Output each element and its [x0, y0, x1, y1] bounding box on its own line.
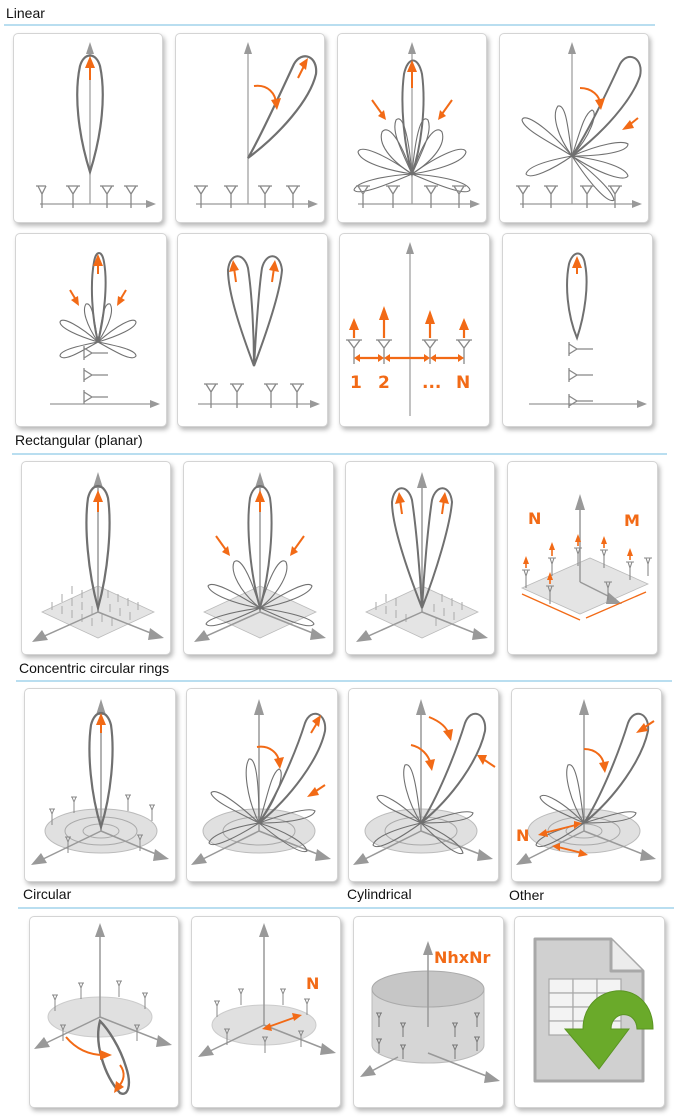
section-label-cylindrical: Cylindrical [347, 886, 412, 902]
section-divider [16, 680, 672, 682]
planar-split-beam-card[interactable] [345, 461, 495, 655]
spreadsheet-import-icon [533, 937, 654, 1083]
cylindrical-dims-label: NhxNr [434, 948, 490, 967]
section-label-linear: Linear [6, 5, 45, 21]
linear-steered-card[interactable] [175, 33, 325, 223]
rings-steered-sidelobe-card[interactable] [186, 688, 338, 882]
rings-steered-lobes-card[interactable] [348, 688, 499, 882]
linear-split-beam-card[interactable] [177, 233, 328, 427]
other-import-card[interactable] [514, 916, 665, 1108]
linear-broadside-card[interactable] [13, 33, 163, 223]
section-divider [4, 24, 655, 26]
rings-broadside-card[interactable] [24, 688, 176, 882]
section-label-other: Other [509, 887, 545, 903]
spacing-label-n: N [456, 373, 470, 393]
section-divider [12, 453, 667, 455]
planar-broadside-card[interactable] [21, 461, 171, 655]
section-label-concentric: Concentric circular rings [19, 660, 170, 676]
rings-ring-count-card[interactable]: N [511, 688, 662, 882]
planar-sidelobe-card[interactable] [183, 461, 334, 655]
planar-grid-size-card[interactable]: N M [507, 461, 658, 655]
section-divider [18, 907, 674, 909]
circular-element-count-card[interactable]: N [191, 916, 341, 1108]
linear-endfire-card[interactable] [502, 233, 653, 427]
planar-n-label: N [528, 509, 541, 528]
linear-steered-sidelobe-card[interactable] [499, 33, 649, 223]
linear-sidelobe-card[interactable] [337, 33, 487, 223]
spacing-label-2: 2 [378, 373, 390, 393]
section-label-circular: Circular [23, 886, 72, 902]
linear-element-spacing-card[interactable]: 1 2 ... N [339, 233, 490, 427]
section-label-rectangular: Rectangular (planar) [15, 432, 143, 448]
linear-endfire-sidelobe-card[interactable] [15, 233, 167, 427]
cylindrical-array-card[interactable]: NhxNr [353, 916, 504, 1108]
circular-n-label: N [306, 974, 319, 993]
planar-m-label: M [624, 511, 640, 530]
rings-n-label: N [516, 826, 529, 845]
circular-steered-card[interactable] [29, 916, 179, 1108]
spacing-label-ellipsis: ... [422, 373, 441, 393]
spacing-label-1: 1 [350, 373, 362, 393]
